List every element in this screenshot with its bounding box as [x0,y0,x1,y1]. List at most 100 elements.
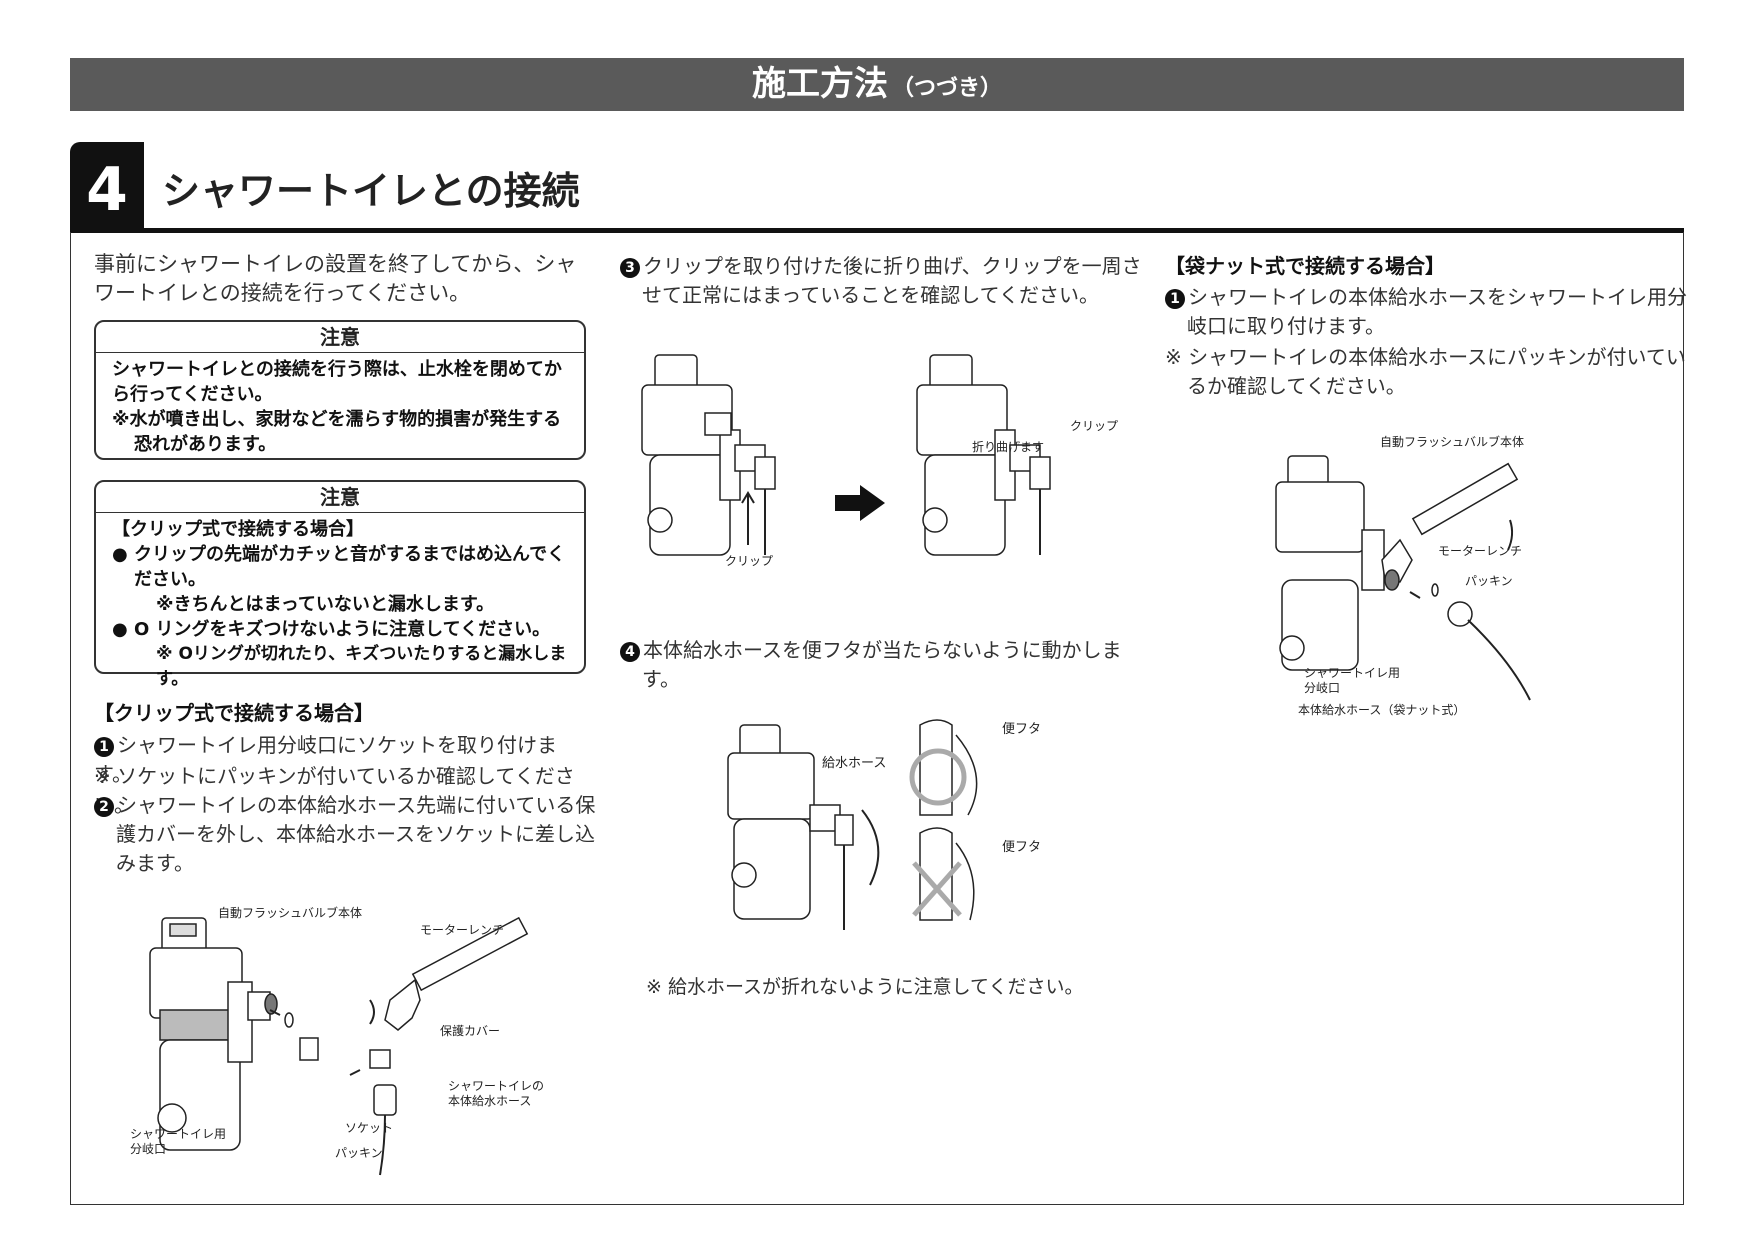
step3-badge: 3 [620,258,640,278]
label-valve-body: 自動フラッシュバルブ本体 [218,905,362,920]
illustration-nut-install: 自動フラッシュバルブ本体 モーターレンチ パッキン シャワートイレ用 分岐口 本… [1275,434,1531,717]
label-branch-d-line2: 分岐口 [1304,681,1340,695]
wrench-arrow-d [1507,519,1514,551]
valve-outlet-b [922,507,948,533]
valve-top-c [727,752,815,820]
section-title: シャワートイレとの接続 [162,169,580,213]
caution-title-2: 注意 [96,482,584,513]
intro-text: 事前にシャワートイレの設置を終了してから、シャワートイレとの接続を行ってください… [94,252,577,305]
valve-display-a [654,354,698,390]
socket-a [754,456,776,490]
label-packing-d: パッキン [1465,574,1513,588]
page-subtitle: （つづき） [891,76,1002,101]
caution1-line2: ※水が噴き出し、家財などを濡らす物的損害が発生する恐れがあります。 [112,409,562,455]
branch-port-nut [264,993,278,1015]
caution2-bullet2: ● O リングをキズつけないように注意してください。 [112,619,551,640]
title-rule [70,228,1684,233]
valve-pipe-d [1361,529,1385,591]
valve-display-window [169,923,197,937]
valve-mechanism [159,1009,231,1041]
caution2-heading: 【クリップ式で接続する場合】 [112,519,364,540]
ok-mark [909,748,967,806]
valve-outlet-d [1279,635,1305,661]
content-frame [70,232,1684,1205]
insert-arrow-2 [349,1069,361,1076]
valve-display-b [929,354,973,390]
step1-badge: 1 [94,737,114,757]
caution-title-1: 注意 [96,322,584,353]
clip-note4: ※ 給水ホースが折れないように注意してください。 [646,976,1084,998]
label-branch-line1: シャワートイレ用 [130,1127,226,1141]
label-fold: 折り曲げます [972,439,1044,454]
hose-d [1467,619,1531,701]
nut-note1: ※ シャワートイレの本体給水ホースにパッキンが付いているか確認してください。 [1165,345,1686,398]
valve-lower-a [649,454,731,556]
label-branch-line2: 分岐口 [130,1142,166,1156]
label-valve-body-d: 自動フラッシュバルブ本体 [1380,434,1524,449]
insert-arrow-d [1409,591,1421,599]
caution2-bullet2-note: ※ Oリングが切れたり、キズついたりすると漏水します。 [156,644,567,689]
label-cover: 保護カバー [440,1023,500,1038]
wrench-head [384,978,421,1031]
page-title: 施工方法 [751,64,888,104]
nut-step1-badge: 1 [1165,289,1185,309]
lid-lower [955,842,975,921]
illustration-hose-route: 給水ホース 便フタ 便フタ [727,719,1041,930]
valve-top-d [1275,481,1365,553]
label-branch-d-line1: シャワートイレ用 [1304,666,1400,680]
move-arrow [861,809,880,886]
valve-lower-b [924,454,1006,556]
valve-outlet [157,1103,187,1133]
caution2-bullet1-note: ※きちんとはまっていないと漏水します。 [156,594,495,615]
cover-part [369,1049,391,1069]
caution-box-1: 注意 シャワートイレとの接続を行う際は、止水栓を閉めてから行ってください。 ※水… [94,320,586,460]
packing-d [1431,583,1439,597]
wrench-handle-d [1411,462,1519,536]
lid-upper [955,734,978,816]
clip-heading: 【クリップ式で接続する場合】 [94,701,374,725]
nut-heading: 【袋ナット式で接続する場合】 [1165,254,1445,278]
hose-line [379,1114,386,1176]
step2-badge: 2 [94,797,114,817]
packing-ring [284,1012,294,1028]
caution-box-2: 注意 【クリップ式で接続する場合】 ● クリップの先端がカチッと音がするまではめ… [94,480,586,689]
page-header-bar: 施工方法（つづき） [70,58,1684,111]
label-packing: パッキン [335,1146,383,1160]
insert-arrow-1 [269,1009,281,1016]
wrench-handle [411,916,529,992]
caution2-bullet1: ● クリップの先端がカチッと音がするまではめ込んでください。 [112,544,566,590]
wrench-arrow [369,999,375,1025]
label-wrench-d: モーターレンチ [1438,544,1522,558]
cap-a [704,412,732,436]
label-clip-a: クリップ [725,554,773,568]
valve-display-c [739,724,781,758]
clip-arrow-head-a [741,491,755,504]
valve-outlet-a [647,507,673,533]
hose-nut-d [1447,601,1473,627]
valve-outlet-c [731,862,757,888]
label-clip-b: クリップ [1070,419,1118,433]
label-hose-nut-d: 本体給水ホース（袋ナット式） [1298,703,1465,717]
illustration-socket-install: 自動フラッシュバルブ本体 モーターレンチ 保護カバー シャワートイレの 本体給水… [130,905,544,1176]
label-hose-line1: シャワートイレの [448,1079,544,1093]
illustration-clip: クリップ クリップ 折り曲げます [641,354,1118,568]
hose-end [373,1084,397,1116]
label-supply-hose: 給水ホース [822,756,886,771]
label-hose-line2: 本体給水ホース [448,1094,531,1108]
branch-nut-d [1384,569,1400,591]
label-lid-lower: 便フタ [1002,840,1041,855]
step4-badge: 4 [620,642,640,662]
step-arrow [835,485,885,521]
label-wrench: モーターレンチ [420,923,504,937]
label-socket: ソケット [345,1121,393,1135]
section-number: 4 [70,142,144,232]
label-lid-upper: 便フタ [1002,722,1041,737]
socket-b [1029,456,1051,490]
socket-c [834,814,854,846]
ng-mark [912,861,962,917]
